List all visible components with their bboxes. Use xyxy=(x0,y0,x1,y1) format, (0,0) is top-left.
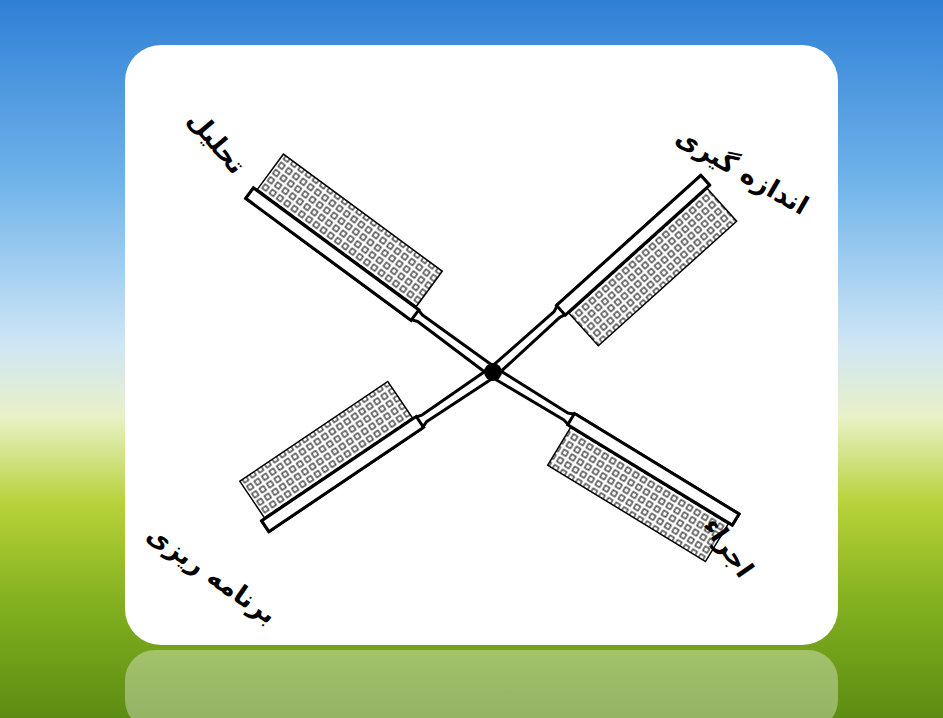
faded-panel xyxy=(125,650,838,718)
windmill-blade xyxy=(488,175,739,409)
windmill-blade xyxy=(466,366,739,563)
windmill-blade xyxy=(236,330,496,532)
windmill-blade xyxy=(246,152,523,378)
